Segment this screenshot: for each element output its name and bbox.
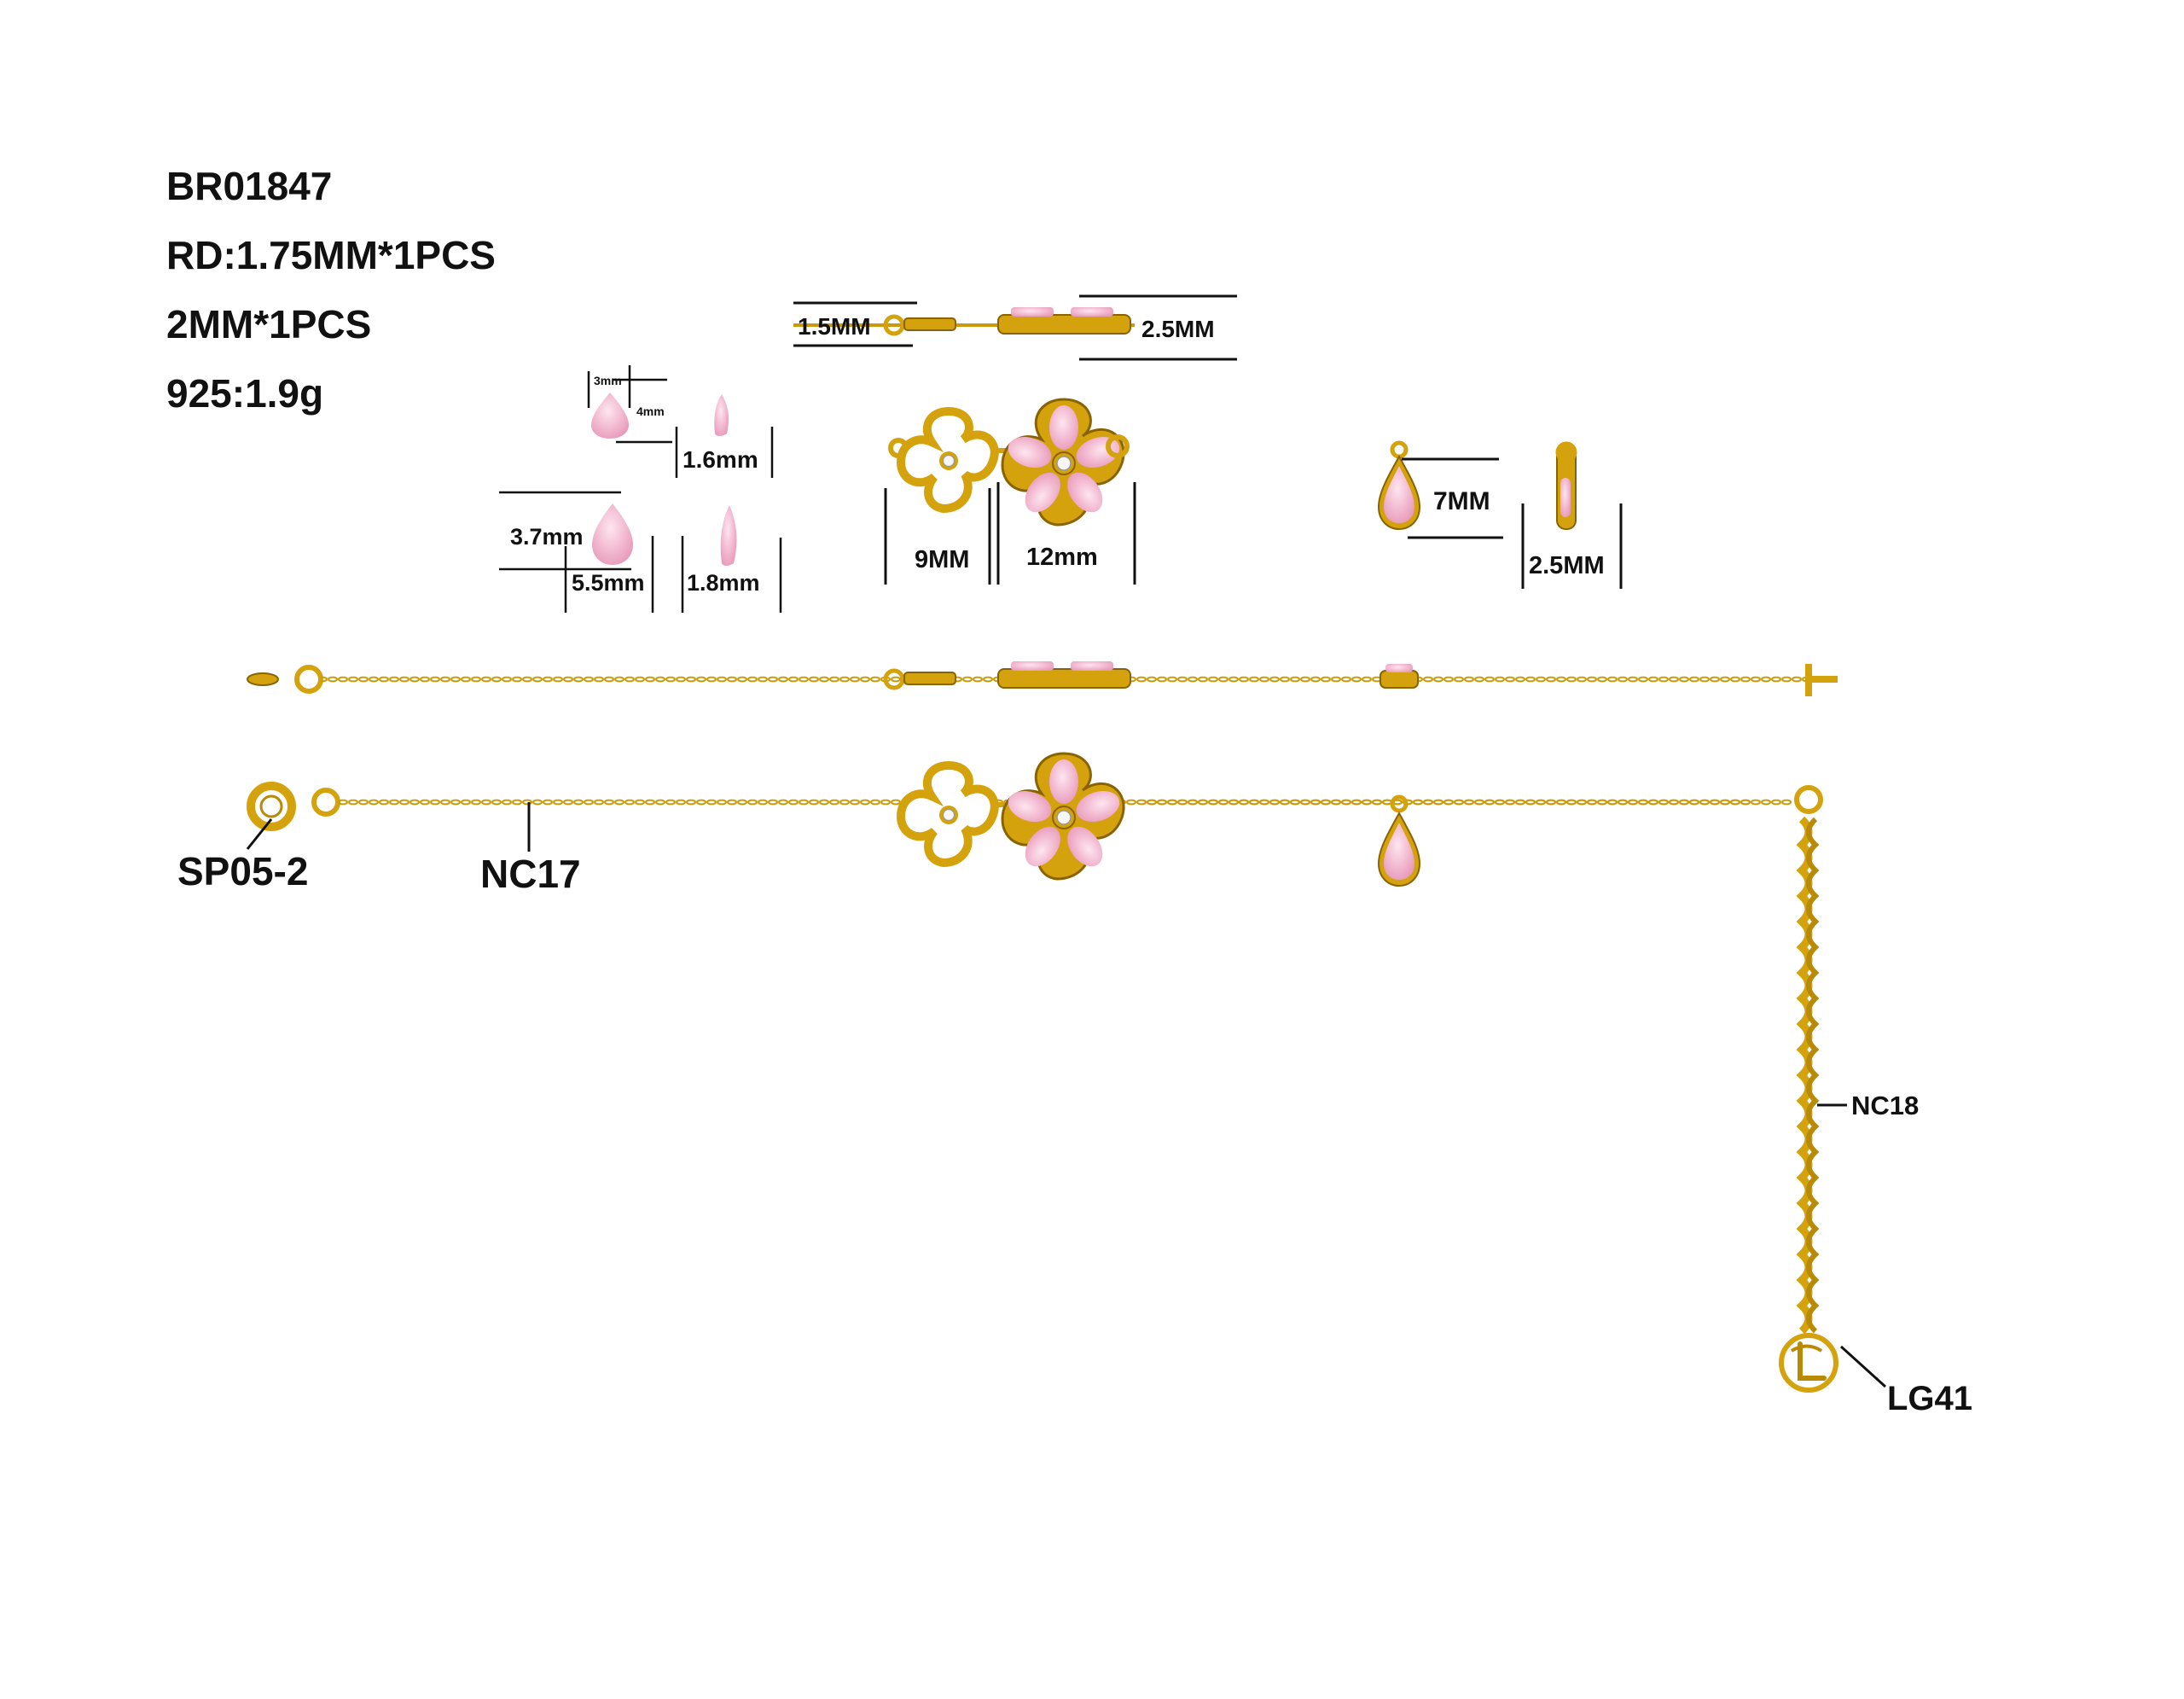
label-tag: LG41 <box>1887 1380 1972 1417</box>
dim-lines-large-pear <box>499 491 782 613</box>
product-code: BR01847 <box>166 164 333 208</box>
dim-large-pear-w: 3.7mm <box>510 524 584 550</box>
dim-drop-depth: 2.5MM <box>1529 552 1605 579</box>
label-clasp: SP05-2 <box>177 849 308 893</box>
dim-large-pear-depth: 1.8mm <box>687 570 760 596</box>
extender-chain <box>1796 816 1820 1335</box>
dim-side-right: 2.5MM <box>1141 316 1215 342</box>
dim-small-pear-h: 4mm <box>636 404 665 418</box>
label-chain: NC17 <box>480 852 581 896</box>
dim-small-pear-depth: 1.6mm <box>682 446 758 473</box>
logo-tag <box>1779 1333 1838 1393</box>
dim-large-flower: 12mm <box>1026 544 1098 571</box>
label-extender: NC18 <box>1851 1091 1919 1120</box>
small-pear-stone <box>591 393 729 439</box>
dim-lines-flowers <box>884 482 1136 585</box>
large-pear-stone <box>592 503 737 566</box>
leader-lines <box>246 802 1887 1388</box>
metal-weight: 925:1.9g <box>166 371 324 416</box>
bracelet-side-view <box>247 661 1838 696</box>
dim-side-left: 1.5MM <box>798 313 871 340</box>
dim-small-pear-w: 3mm <box>594 374 622 387</box>
bracelet-front-view <box>247 752 1823 887</box>
drop-detail <box>1378 440 1577 530</box>
dim-drop-height: 7MM <box>1433 487 1490 515</box>
dim-lines-small-pear <box>587 365 774 478</box>
stone-spec-round: RD:1.75MM*1PCS <box>166 233 496 277</box>
stone-spec-secondary: 2MM*1PCS <box>166 302 372 346</box>
dim-large-pear-h: 5.5mm <box>572 570 645 596</box>
dim-lines-drop <box>1402 457 1623 589</box>
dim-small-flower: 9MM <box>915 546 969 573</box>
dim-lines-side <box>793 294 1237 361</box>
flower-detail <box>888 398 1130 527</box>
side-view-assembly <box>793 307 1135 336</box>
